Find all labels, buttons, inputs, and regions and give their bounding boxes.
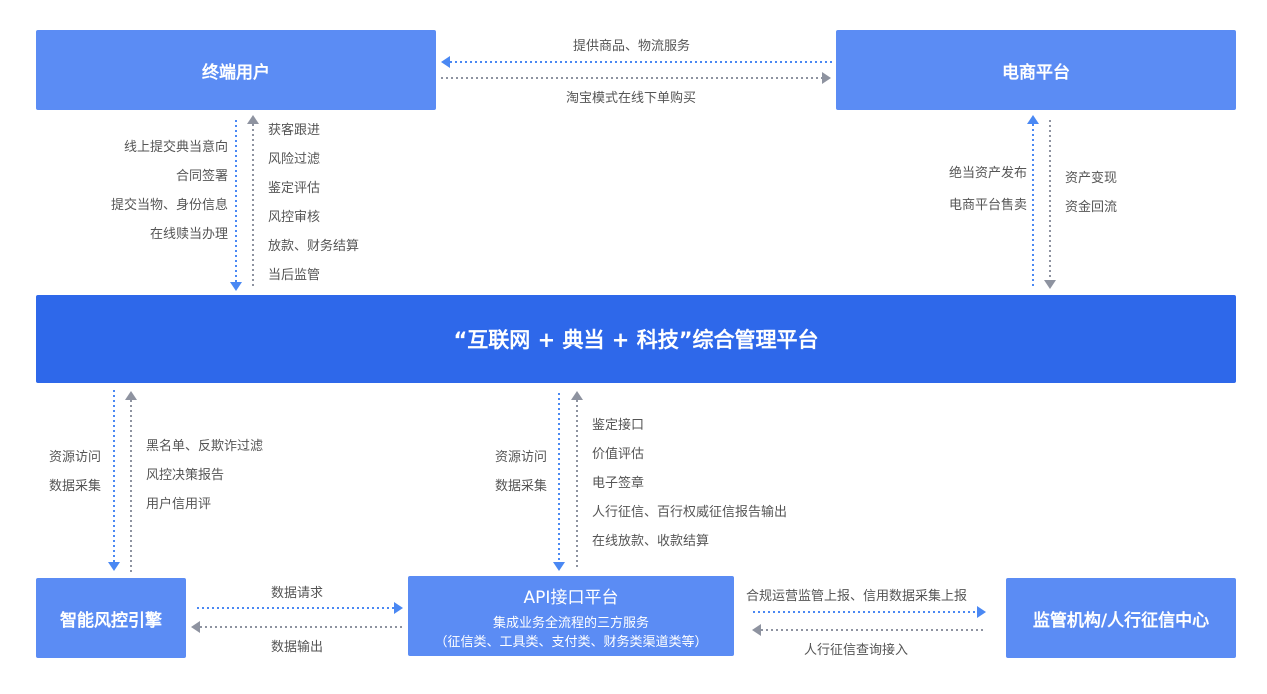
arrowhead <box>822 72 831 84</box>
api-platform-title: API接口平台 <box>523 587 619 608</box>
ecom-up-list: 绝当资产发布 电商平台售卖 <box>949 159 1027 220</box>
flow-label: 风控决策报告 <box>146 468 225 483</box>
flow-label: 在线赎当办理 <box>149 227 228 242</box>
arrowhead <box>230 282 242 291</box>
end-user-box: 终端用户 <box>36 30 436 110</box>
flow-label: 提供商品、物流服务 <box>573 39 691 54</box>
flow-label: 资源访问 <box>48 450 101 465</box>
arrowhead <box>191 621 200 633</box>
platform-box: “互联网 + 典当 + 科技”综合管理平台 <box>36 295 1236 383</box>
arrowhead <box>247 115 259 124</box>
flow-label: 资源访问 <box>494 450 547 465</box>
flow-label: 人行征信查询接入 <box>804 643 909 658</box>
arrowhead <box>108 562 120 571</box>
api-up-list: 鉴定接口 价值评估 电子签章 人行征信、百行权威征信报告输出 在线放款、收款结算 <box>592 411 787 556</box>
platform-label: “互联网 + 典当 + 科技”综合管理平台 <box>453 328 819 352</box>
flow-label: 绝当资产发布 <box>948 166 1027 181</box>
api-platform-box: API接口平台 集成业务全流程的三方服务 （征信类、工具类、支付类、财务类渠道类… <box>408 576 734 656</box>
risk-engine-label: 智能风控引擎 <box>60 610 162 631</box>
regulator-box: 监管机构/人行征信中心 <box>1006 578 1236 658</box>
ecommerce-label: 电商平台 <box>1002 62 1070 83</box>
flow-label: 鉴定评估 <box>268 181 321 196</box>
arrowhead <box>553 562 565 571</box>
flow-label: 数据采集 <box>494 479 547 494</box>
flow-label: 当后监管 <box>268 268 321 283</box>
flow-label: 放款、财务结算 <box>268 239 360 254</box>
arrowhead <box>1027 115 1039 124</box>
flow-label: 合同签署 <box>175 169 228 184</box>
arrowhead <box>441 56 450 68</box>
flow-label: 用户信用评 <box>146 497 212 512</box>
ecom-down-list: 资产变现 资金回流 <box>1065 164 1117 222</box>
flow-label: 淘宝模式在线下单购买 <box>566 91 697 106</box>
flow-label: 资产变现 <box>1065 171 1118 186</box>
flow-label: 价值评估 <box>592 447 645 462</box>
arrowhead <box>1044 280 1056 289</box>
flow-label: 数据请求 <box>271 586 324 601</box>
flow-label: 鉴定接口 <box>592 418 645 433</box>
flow-label: 数据输出 <box>271 640 324 655</box>
flow-label: 数据采集 <box>48 479 101 494</box>
regulator-label: 监管机构/人行征信中心 <box>1032 610 1210 631</box>
flow-label: 风险过滤 <box>268 152 321 167</box>
flow-label: 电子签章 <box>592 476 645 491</box>
arrowhead <box>977 606 986 618</box>
flow-label: 电商平台售卖 <box>948 198 1027 213</box>
user-up-list: 获客跟进 风险过滤 鉴定评估 风控审核 放款、财务结算 当后监管 <box>268 116 359 290</box>
arrowhead <box>571 391 583 400</box>
risk-engine-box: 智能风控引擎 <box>36 578 186 658</box>
risk-up-list: 黑名单、反欺诈过滤 风控决策报告 用户信用评 <box>146 432 263 519</box>
end-user-label: 终端用户 <box>202 62 270 83</box>
arrowhead <box>394 602 403 614</box>
user-down-list: 线上提交典当意向 合同签署 提交当物、身份信息 在线赎当办理 <box>111 133 228 249</box>
arrowhead <box>752 624 761 636</box>
flow-label: 线上提交典当意向 <box>123 140 228 155</box>
api-platform-line1: 集成业务全流程的三方服务 <box>492 615 649 631</box>
flow-label: 风控审核 <box>268 210 321 225</box>
flow-label: 黑名单、反欺诈过滤 <box>146 439 264 454</box>
flow-label: 资金回流 <box>1065 200 1118 215</box>
flow-label: 人行征信、百行权威征信报告输出 <box>592 505 788 520</box>
flow-label: 提交当物、身份信息 <box>110 198 228 213</box>
risk-down-list: 资源访问 数据采集 <box>49 443 101 501</box>
ecommerce-box: 电商平台 <box>836 30 1236 110</box>
api-down-list: 资源访问 数据采集 <box>495 443 547 501</box>
arrowhead <box>125 391 137 400</box>
flow-label: 合规运营监管上报、信用数据采集上报 <box>746 589 968 604</box>
api-platform-line2: （征信类、工具类、支付类、财务类渠道类等） <box>434 634 708 650</box>
flow-label: 在线放款、收款结算 <box>592 534 710 549</box>
flow-label: 获客跟进 <box>268 123 321 138</box>
